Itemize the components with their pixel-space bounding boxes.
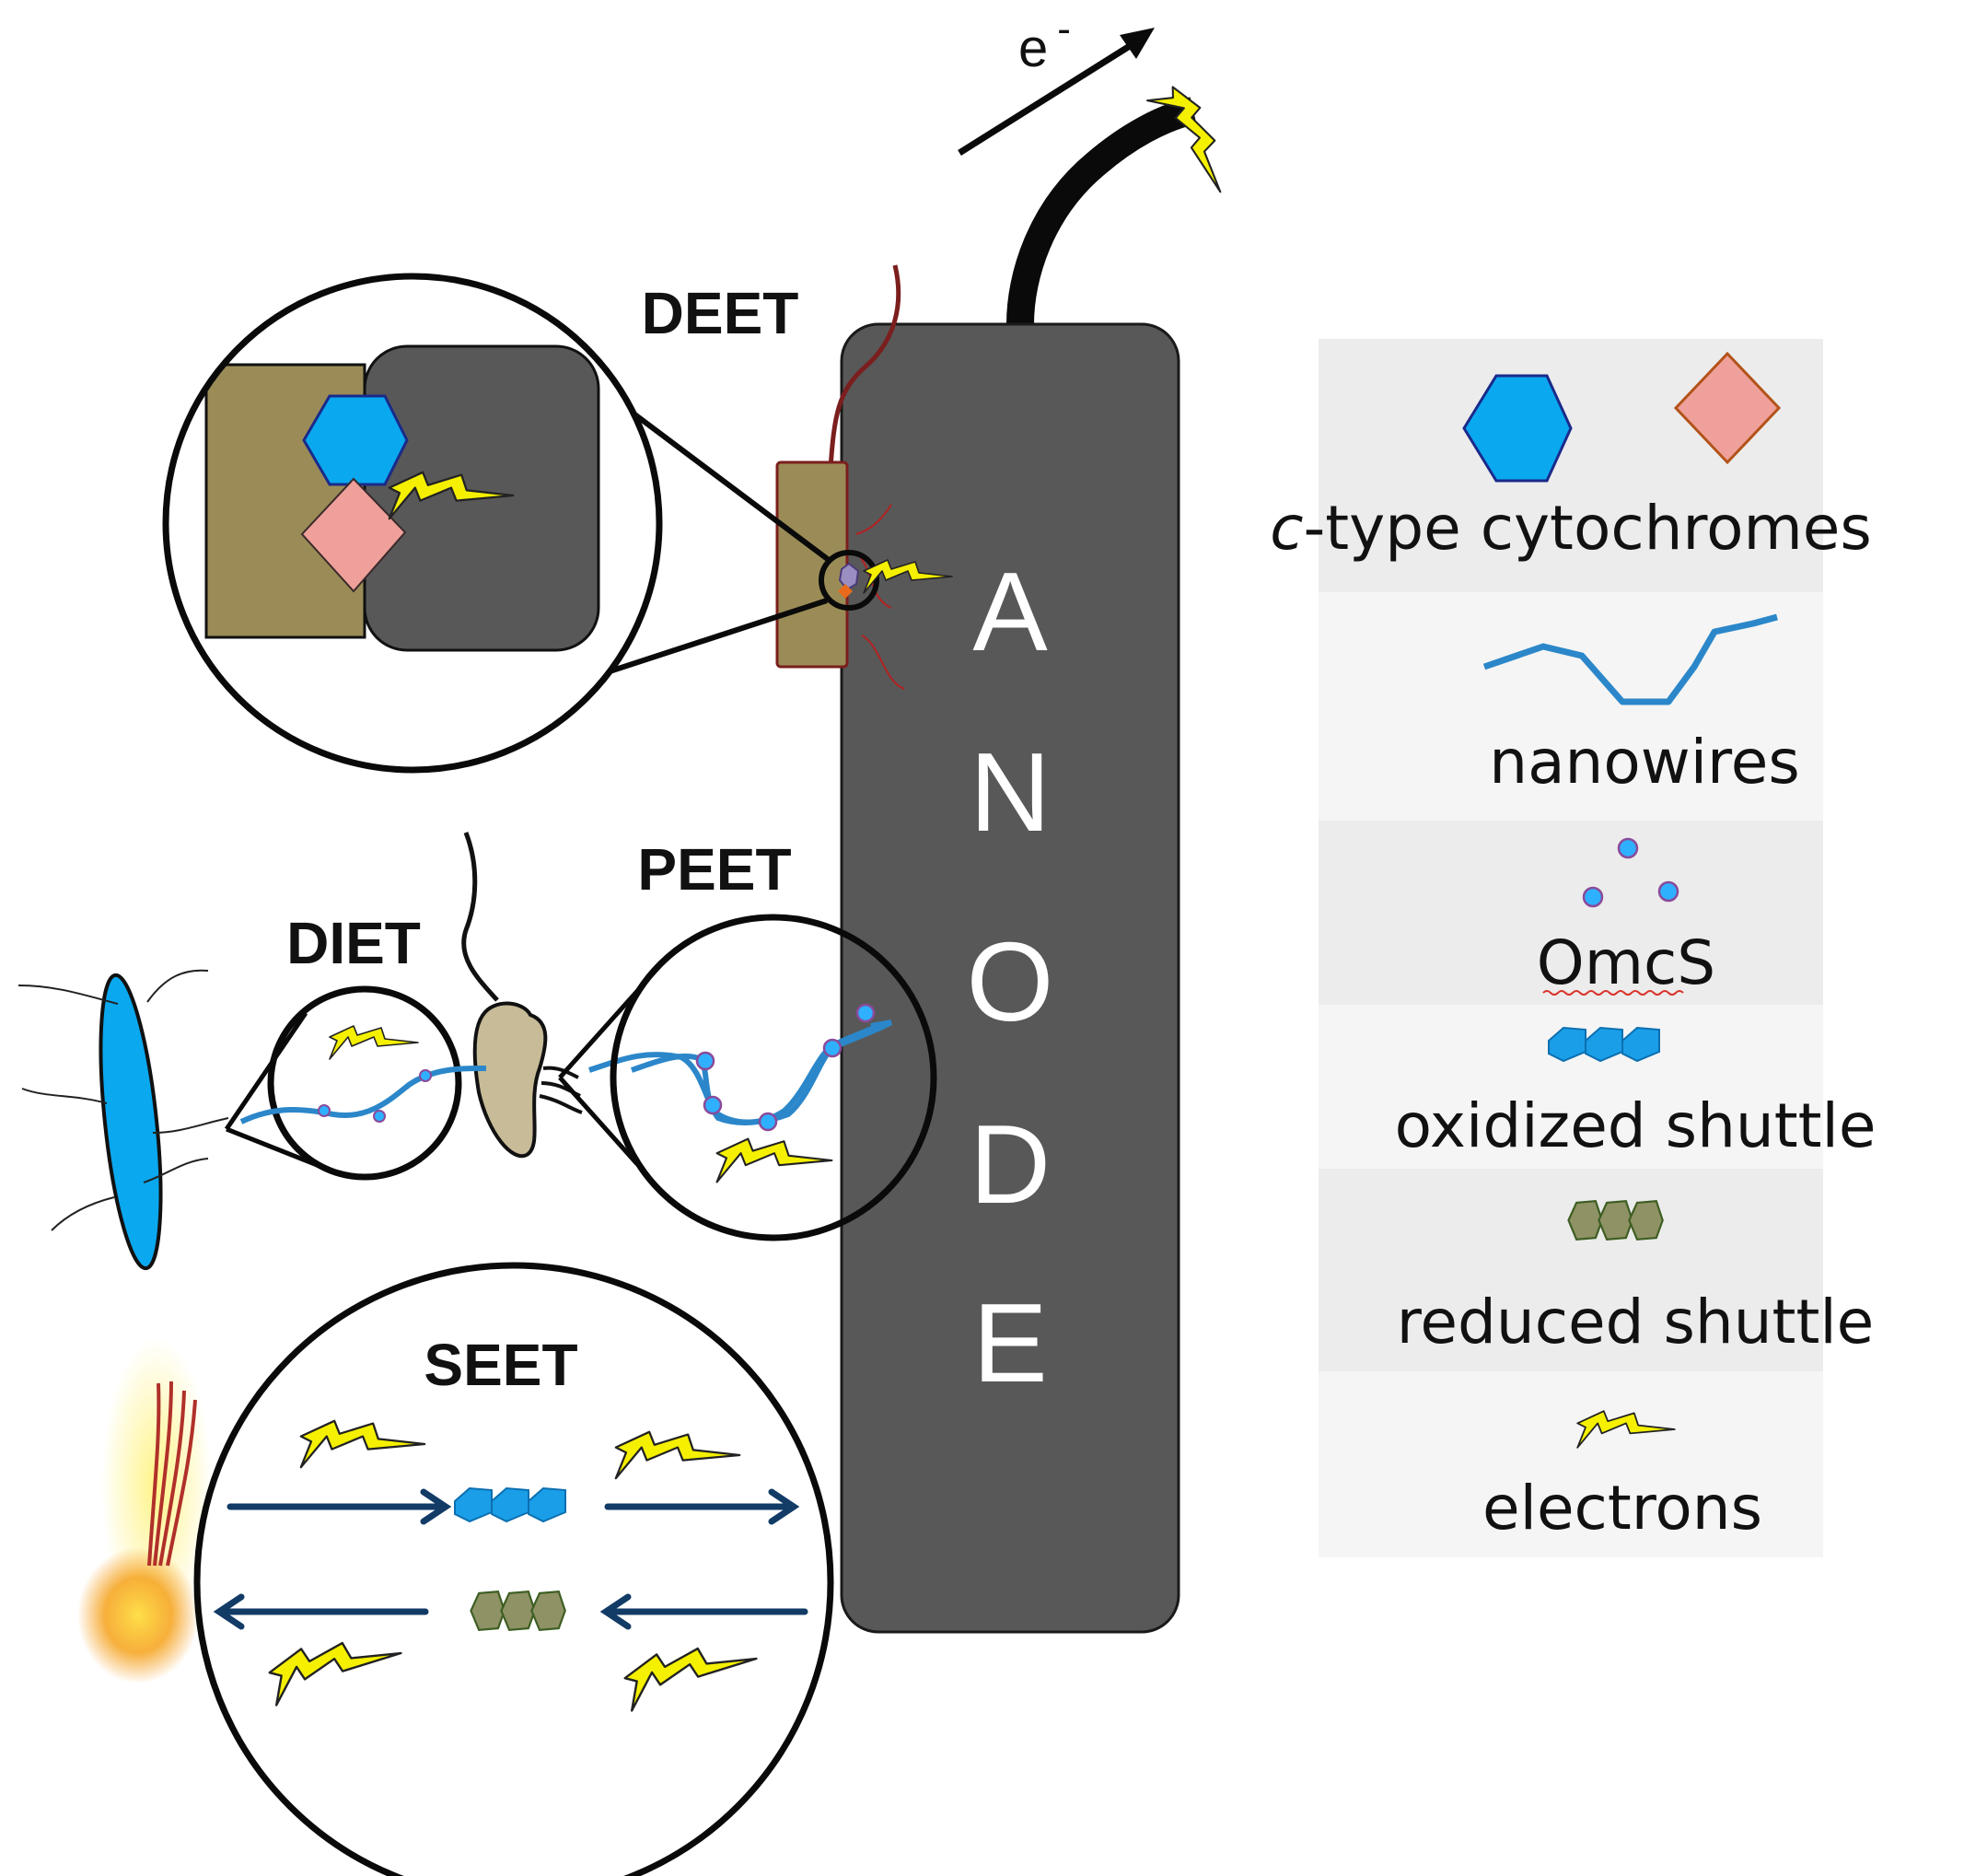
seet-oxidized-shuttle-icon bbox=[454, 1487, 566, 1522]
reduced-shuttle-icon bbox=[1567, 1199, 1664, 1241]
seet-zoom-circle: SEET bbox=[193, 1262, 834, 1876]
anode-letter-d: D bbox=[970, 1101, 1051, 1227]
spellcheck-underline bbox=[1542, 990, 1684, 996]
anode-letter-o: O bbox=[967, 919, 1054, 1044]
peet-zoom-line-upper bbox=[558, 952, 672, 1079]
anode-electrode bbox=[840, 322, 1180, 1634]
diet-zoom-line-upper bbox=[224, 1011, 308, 1131]
anode: A N O D E bbox=[840, 97, 1197, 1634]
anode-lead-wire bbox=[1006, 97, 1197, 325]
omcs-dots-icon bbox=[1582, 837, 1679, 908]
diet-partner-bacterium bbox=[17, 969, 229, 1271]
deet-contact-magnifier bbox=[819, 550, 879, 611]
seet-reduced-shuttle-icon bbox=[470, 1590, 566, 1632]
legend-label-nanowires: nanowires bbox=[1489, 727, 1799, 798]
deet-zoom-cytochrome-diamond-icon bbox=[300, 477, 407, 593]
legend-label-reduced-shuttle: reduced shuttle bbox=[1397, 1287, 1875, 1357]
deet-bacterium bbox=[775, 264, 905, 690]
top-electron-bolt-icon bbox=[1147, 80, 1239, 202]
legend-label-electrons: electrons bbox=[1482, 1473, 1762, 1544]
label-seet: SEET bbox=[424, 1332, 577, 1398]
peet-zoom-circle bbox=[610, 914, 937, 1241]
legend-label-cytochromes: c-type cytochromes bbox=[1270, 493, 1872, 564]
cytochrome-hexagon-and-diamond-icon bbox=[1462, 351, 1782, 483]
seet-arrow-left-1 bbox=[213, 1593, 429, 1630]
diet-omcs-dots bbox=[318, 1069, 432, 1123]
label-peet: PEET bbox=[637, 836, 791, 903]
peet-omcs-dots bbox=[695, 1003, 876, 1132]
diet-zoom-line-lower bbox=[226, 1126, 325, 1171]
diet-zoom-circle bbox=[239, 985, 487, 1181]
legend-band-nanowires bbox=[1319, 592, 1823, 821]
oxidized-shuttle-icon bbox=[1548, 1027, 1660, 1062]
deet-zoom-circle bbox=[162, 273, 663, 774]
seet-arrow-right-2 bbox=[604, 1488, 800, 1525]
legend-band-reduced bbox=[1319, 1169, 1823, 1371]
legend-band-electrons bbox=[1319, 1371, 1823, 1557]
anode-letter-e: E bbox=[972, 1280, 1047, 1405]
seet-arrow-left-2 bbox=[599, 1593, 808, 1630]
peet-zoom-line-lower bbox=[558, 1076, 639, 1166]
legend-label-omcs: OmcS bbox=[1537, 927, 1715, 998]
legend-band-omcs bbox=[1319, 821, 1823, 1005]
label-diet: DIET bbox=[286, 910, 421, 976]
seet-arrow-right-1 bbox=[227, 1488, 452, 1525]
legend-label-oxidized-shuttle: oxidized shuttle bbox=[1395, 1090, 1877, 1161]
anode-letter-a: A bbox=[972, 549, 1048, 674]
nanowire-icon bbox=[1482, 613, 1778, 705]
legend: c-type cytochromes nanowires OmcS oxidiz… bbox=[1270, 339, 1876, 1557]
anode-letter-n: N bbox=[970, 729, 1051, 855]
deet-zoom-cytochrome-hexagon-icon bbox=[302, 394, 409, 486]
label-deet: DEET bbox=[642, 280, 799, 346]
seet-glowing-bacterium bbox=[77, 1337, 212, 1684]
diet-middle-bacterium bbox=[461, 832, 583, 1159]
electron-symbol: e- bbox=[1018, 6, 1071, 78]
deet-contact-diamond-icon bbox=[838, 584, 853, 599]
electron-flow-arrow: e- bbox=[958, 6, 1155, 156]
